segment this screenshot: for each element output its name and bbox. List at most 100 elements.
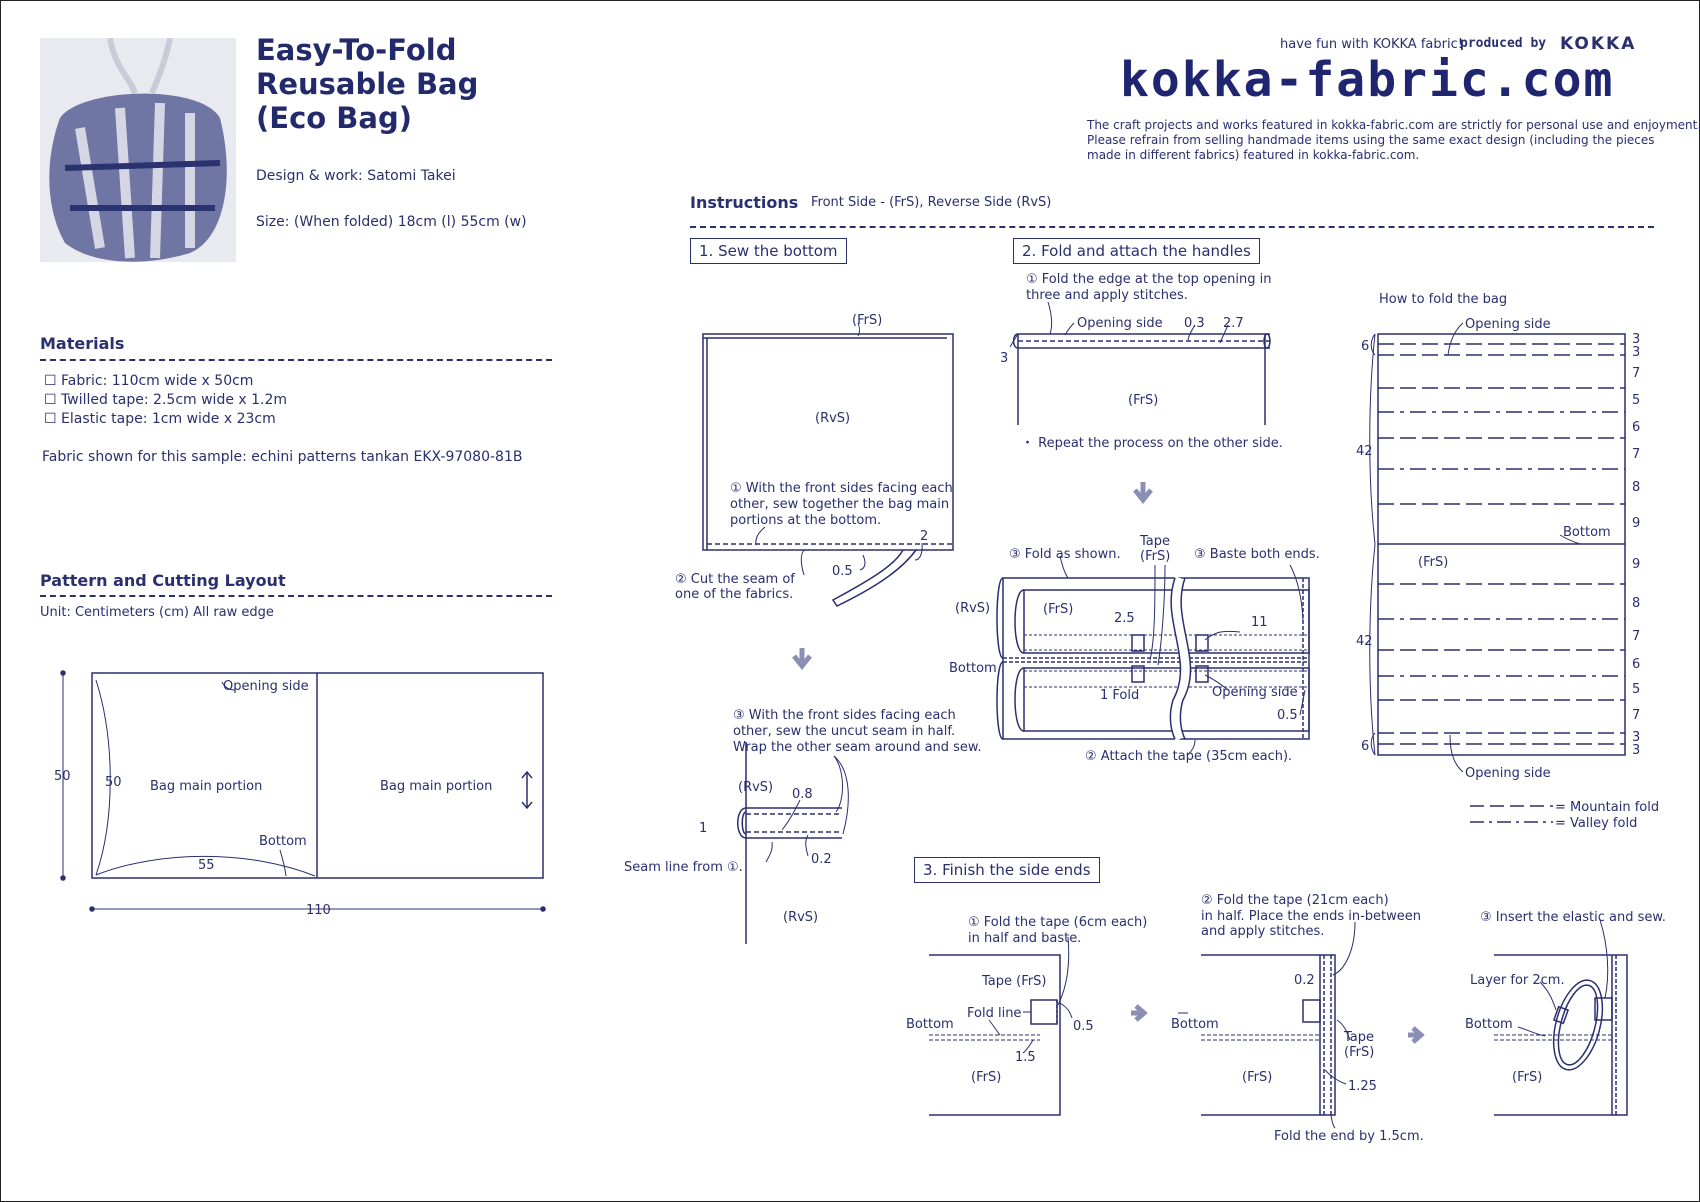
s2-frs2: (FrS)	[1043, 602, 1073, 617]
fold-right-number: 6	[1632, 420, 1640, 435]
bag-photo-illustration	[40, 38, 236, 262]
fold-right-number: 7	[1632, 708, 1640, 723]
pattern-width-55: 55	[198, 858, 215, 873]
s3-layer: Layer for 2cm.	[1470, 973, 1565, 988]
s2-m27: 2.7	[1223, 316, 1244, 331]
fold-right-number: 3	[1632, 332, 1640, 347]
fold-guide-diagram	[1369, 322, 1626, 823]
s1-note1-l3: portions at the bottom.	[730, 513, 881, 528]
step3-diagram	[929, 919, 1628, 1129]
material-item-1: ☐ Fabric: 110cm wide x 50cm	[44, 373, 253, 389]
step1-label: 1. Sew the bottom	[690, 238, 847, 264]
step2-label: 2. Fold and attach the handles	[1013, 238, 1260, 264]
fold-right-number: 5	[1632, 682, 1640, 697]
s3-note2-l3: and apply stitches.	[1201, 924, 1324, 939]
s2-m25: 2.5	[1114, 611, 1135, 626]
s3-note1-l2: in half and baste.	[968, 931, 1081, 946]
fold-right-number: 3	[1632, 743, 1640, 758]
s1-frs: (FrS)	[852, 313, 882, 328]
brand-name: KOKKA	[1560, 34, 1637, 54]
s1-rvs3: (RvS)	[783, 910, 818, 925]
s3-foldline: Fold line	[967, 1006, 1021, 1021]
s3-tape2-frs: (FrS)	[1344, 1045, 1374, 1060]
material-item-1-text: Fabric: 110cm wide x 50cm	[61, 373, 254, 389]
site-logo: kokka-fabric.com	[1120, 52, 1615, 108]
s3-frs1: (FrS)	[971, 1070, 1001, 1085]
s3-bottom2: Bottom	[1171, 1017, 1219, 1032]
s2-attach: ② Attach the tape (35cm each).	[1085, 749, 1292, 764]
sample-fabric: Fabric shown for this sample: echini pat…	[42, 449, 523, 465]
checkbox-icon: ☐	[44, 392, 62, 408]
s1-note3-l2: other, sew the uncut seam in half.	[733, 724, 955, 739]
unit-note: Unit: Centimeters (cm) All raw edge	[40, 605, 274, 620]
s1-note2-l1: ② Cut the seam of	[675, 572, 795, 587]
s2-m03: 0.3	[1184, 316, 1205, 331]
valley-fold-legend: = Valley fold	[1555, 816, 1637, 831]
pattern-bottom-label: Bottom	[259, 834, 307, 849]
design-credit: Design & work: Satomi Takei	[256, 168, 456, 184]
s1-rvs: (RvS)	[815, 411, 850, 426]
notice-line-2: Please refrain from selling handmade ite…	[1087, 133, 1655, 147]
s1-m1: 1	[699, 821, 707, 836]
size-info: Size: (When folded) 18cm (l) 55cm (w)	[256, 214, 527, 230]
s2-rvs: (RvS)	[955, 601, 990, 616]
s3-tape2: Tape	[1343, 1030, 1374, 1045]
material-item-3: ☐ Elastic tape: 1cm wide x 23cm	[44, 411, 276, 427]
mountain-fold-legend: = Mountain fold	[1555, 800, 1659, 815]
fold-6a: 6	[1361, 339, 1369, 354]
s2-note1-l1: ① Fold the edge at the top opening in	[1026, 272, 1271, 287]
fold-right-number: 7	[1632, 447, 1640, 462]
s2-m11: 11	[1251, 615, 1268, 630]
s3-m05: 0.5	[1073, 1019, 1094, 1034]
s1-m08: 0.8	[792, 787, 813, 802]
s3-note3: ③ Insert the elastic and sew.	[1480, 910, 1666, 925]
pattern-rule	[40, 595, 552, 597]
s3-m15: 1.5	[1015, 1050, 1036, 1065]
s3-bottom1: Bottom	[906, 1017, 954, 1032]
s2-m3: 3	[1000, 351, 1008, 366]
s3-tape: Tape (FrS)	[981, 974, 1046, 989]
s1-m02: 0.2	[811, 852, 832, 867]
s3-note1-l1: ① Fold the tape (6cm each)	[968, 915, 1147, 930]
material-item-2-text: Twilled tape: 2.5cm wide x 1.2m	[61, 392, 288, 408]
fold-6b: 6	[1361, 739, 1369, 754]
pattern-main-right: Bag main portion	[380, 779, 492, 794]
pattern-width-110: 110	[306, 903, 331, 918]
s1-rvs2: (RvS)	[738, 780, 773, 795]
step1-diagram	[702, 322, 954, 944]
s3-frs3: (FrS)	[1512, 1070, 1542, 1085]
s3-foldend: Fold the end by 1.5cm.	[1274, 1129, 1424, 1144]
title-line-1: Easy-To-Fold	[256, 33, 457, 67]
pattern-heading: Pattern and Cutting Layout	[40, 571, 286, 590]
fold-right-number: 3	[1632, 730, 1640, 745]
step3-label: 3. Finish the side ends	[914, 857, 1100, 883]
s2-opening2: Opening side	[1212, 685, 1298, 700]
pattern-main-left: Bag main portion	[150, 779, 262, 794]
fold-right-number: 6	[1632, 657, 1640, 672]
notice-line-3: made in different fabrics) featured in k…	[1087, 148, 1420, 162]
checkbox-icon: ☐	[44, 411, 62, 427]
instructions-heading: Instructions	[690, 193, 799, 212]
s2-frs: (FrS)	[1128, 393, 1158, 408]
produced-by: produced by	[1460, 36, 1547, 51]
notice-line-1: The craft projects and works featured in…	[1087, 118, 1700, 132]
checkbox-icon: ☐	[44, 373, 62, 389]
s2-fold1: 1 Fold	[1100, 688, 1139, 703]
s2-note1-l2: three and apply stitches.	[1026, 288, 1188, 303]
s1-note2-l2: one of the fabrics.	[675, 587, 793, 602]
fold-right-number: 9	[1632, 557, 1640, 572]
fold-bottom: Bottom	[1563, 525, 1611, 540]
material-item-3-text: Elastic tape: 1cm wide x 23cm	[61, 411, 276, 427]
s2-opening: Opening side	[1077, 316, 1163, 331]
fold-frs: (FrS)	[1418, 555, 1448, 570]
pattern-layout-diagram	[60, 670, 546, 912]
s3-m02: 0.2	[1294, 973, 1315, 988]
s1-note3-l1: ③ With the front sides facing each	[733, 708, 956, 723]
s3-bottom3: Bottom	[1465, 1017, 1513, 1032]
instructions-legend: Front Side - (FrS), Reverse Side (RvS)	[811, 195, 1052, 210]
fold-right-number: 3	[1632, 345, 1640, 360]
s2-tape-frs: (FrS)	[1140, 549, 1170, 564]
fold-right-number: 5	[1632, 393, 1640, 408]
s2-m05: 0.5	[1277, 708, 1298, 723]
